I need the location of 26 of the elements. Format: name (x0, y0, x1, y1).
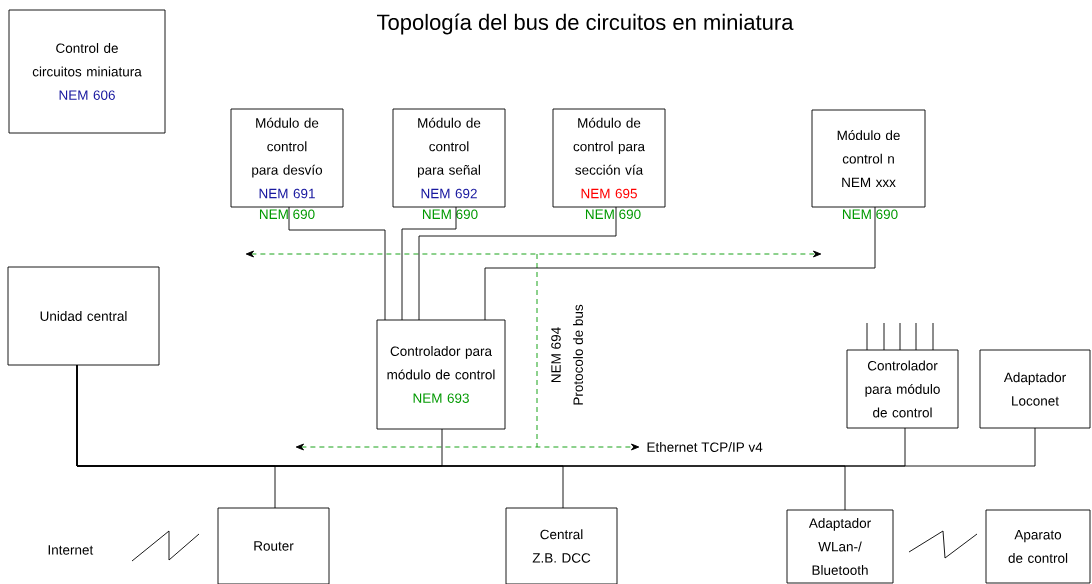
protocol-label: Protocolo de bus (573, 304, 583, 405)
component-box: Controlador para módulo de control (846, 349, 959, 429)
component-box: Adaptador WLan-/ Bluetooth (786, 509, 894, 584)
connector-line (484, 206, 876, 321)
component-box: Controlador para módulo de control NEM 693 (376, 319, 506, 430)
network-label: Ethernet TCP/IP v4 (647, 442, 763, 452)
component-box: Unidad central (7, 266, 160, 366)
component-box: Módulo de control para sección vía NEM 695 (552, 108, 666, 208)
title-box: Control de circuitos miniatura NEM 606 (8, 9, 166, 134)
component-box: Aparato de control (985, 509, 1091, 584)
node-caption: NEM 690 (423, 209, 478, 219)
node-caption: NEM 690 (843, 209, 898, 219)
connector-line (418, 206, 617, 321)
component-box: Módulo de control para desvío NEM 691 (230, 108, 344, 208)
component-box: Adaptador Loconet (979, 349, 1091, 429)
node-caption: NEM 690 (586, 209, 641, 219)
component-box: Módulo de control n NEM xxx (811, 109, 926, 208)
component-box: Router (217, 507, 330, 584)
connector-line (401, 206, 457, 321)
component-box: Módulo de control para señal NEM 692 (392, 108, 506, 208)
node-caption: NEM 690 (260, 209, 315, 219)
connector-line (288, 206, 386, 321)
component-box: Central Z.B. DCC (505, 507, 618, 584)
diagram-title: Topología del bus de circuitos en miniatura (377, 13, 794, 35)
network-label: Internet (48, 545, 94, 555)
protocol-label: NEM 694 (551, 327, 561, 383)
